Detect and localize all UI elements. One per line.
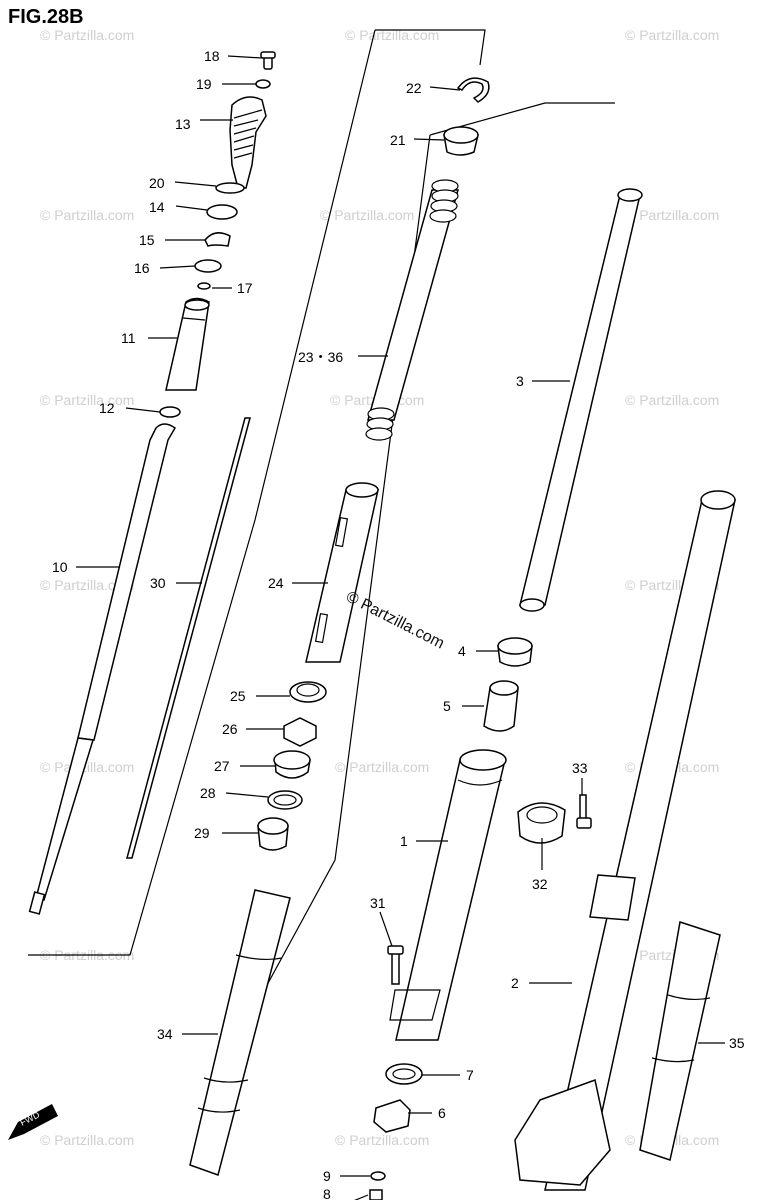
watermark-text: © Partzilla.com	[40, 27, 134, 43]
callout-26: 26	[222, 721, 238, 737]
callout-12: 12	[99, 400, 115, 416]
callout-23-36: 23・36	[298, 349, 343, 365]
part-15-clip[interactable]	[204, 232, 231, 247]
part-32-clamp[interactable]	[517, 802, 566, 844]
group-outline	[375, 29, 486, 66]
part-12-ring[interactable]	[159, 406, 181, 418]
part-33-bolt[interactable]	[576, 794, 592, 829]
watermark-text: © Partzilla.com	[40, 207, 134, 223]
part-19-washer[interactable]	[255, 79, 271, 89]
leader-lines	[76, 55, 725, 1200]
watermark-text: © Partzilla.com	[625, 392, 719, 408]
watermark-text: © Partzilla.com	[40, 577, 134, 593]
part-6-nut[interactable]	[373, 1099, 411, 1133]
callout-18: 18	[204, 48, 220, 64]
watermark-text: © Partzilla.com	[625, 27, 719, 43]
part-18-bolt[interactable]	[260, 51, 276, 70]
callout-31: 31	[370, 895, 386, 911]
callout-21: 21	[390, 132, 406, 148]
callout-32: 32	[532, 876, 548, 892]
callout-11: 11	[121, 330, 136, 346]
part-31-bolt[interactable]	[387, 945, 404, 985]
part-16-ring[interactable]	[194, 259, 222, 273]
watermark-text: © Partzilla.com	[335, 759, 429, 775]
part-7-washer[interactable]	[385, 1063, 423, 1085]
callout-33: 33	[572, 760, 588, 776]
callout-25: 25	[230, 688, 246, 704]
part-29-bushing[interactable]	[257, 817, 289, 851]
part-2-fork-leg[interactable]	[514, 490, 736, 1191]
callout-9: 9	[323, 1168, 331, 1184]
brand-stamp: © Partzilla.com	[343, 588, 447, 652]
part-21-bushing[interactable]	[443, 126, 479, 156]
callout-27: 27	[214, 758, 230, 774]
callout-35: 35	[729, 1035, 745, 1051]
part-28-ring[interactable]	[267, 790, 303, 810]
callout-13: 13	[175, 116, 191, 132]
part-3-inner-tube[interactable]	[519, 188, 643, 612]
callout-22: 22	[406, 80, 422, 96]
watermark-text: © Partzilla.com	[335, 1132, 429, 1148]
part-22-circlip[interactable]	[456, 77, 490, 103]
callout-34: 34	[157, 1026, 173, 1042]
part-20-o-ring[interactable]	[215, 182, 245, 194]
part-30-rod[interactable]	[126, 417, 251, 859]
part-8-bolt[interactable]	[369, 1189, 383, 1200]
part-25-washer[interactable]	[289, 681, 327, 703]
callout-labels: 18 19 13 20 14 15 16 17 11 12 10 30 22 2…	[52, 48, 745, 1200]
part-24-damper-cylinder[interactable]	[305, 482, 379, 663]
callout-4: 4	[458, 643, 466, 659]
figure-title: FIG.28B	[8, 6, 84, 28]
callout-20: 20	[149, 175, 165, 191]
callout-17: 17	[237, 280, 253, 296]
part-13-damping-adjuster[interactable]	[229, 96, 267, 189]
watermark-text: © Partzilla.com	[320, 207, 414, 223]
part-11-cap[interactable]	[165, 297, 210, 391]
part-9-washer[interactable]	[370, 1171, 386, 1181]
part-10-damper-rod[interactable]	[28, 423, 176, 915]
part-26-plate[interactable]	[283, 717, 317, 747]
callout-1: 1	[400, 833, 408, 849]
part-27-seal[interactable]	[273, 750, 311, 779]
watermark-text: © Partzilla.com	[625, 207, 719, 223]
part-23-36-spring-assembly[interactable]	[365, 179, 459, 441]
part-14-ring[interactable]	[206, 204, 238, 220]
watermark-text: © Partzilla.com	[345, 27, 439, 43]
callout-6: 6	[438, 1105, 446, 1121]
callout-5: 5	[443, 698, 451, 714]
callout-2: 2	[511, 975, 519, 991]
part-34-fork-guard[interactable]	[189, 889, 291, 1176]
callout-19: 19	[196, 76, 212, 92]
watermark-text: © Partzilla.com	[40, 759, 134, 775]
part-1-outer-tube[interactable]	[389, 749, 507, 1041]
callout-24: 24	[268, 575, 284, 591]
callout-10: 10	[52, 559, 68, 575]
callout-16: 16	[134, 260, 150, 276]
callout-15: 15	[139, 232, 155, 248]
callout-29: 29	[194, 825, 210, 841]
callout-3: 3	[516, 373, 524, 389]
part-5-bushing[interactable]	[483, 680, 519, 732]
group-outline	[28, 29, 376, 956]
watermark-text: © Partzilla.com	[40, 1132, 134, 1148]
part-4-bushing[interactable]	[497, 637, 533, 667]
part-17-small-ring[interactable]	[197, 282, 211, 290]
callout-30: 30	[150, 575, 166, 591]
watermark-text: © Partzilla.com	[40, 392, 134, 408]
callout-7: 7	[466, 1067, 474, 1083]
group-outline	[429, 102, 615, 136]
callout-8: 8	[323, 1186, 331, 1200]
part-35-fork-guard[interactable]	[639, 921, 721, 1161]
callout-14: 14	[149, 199, 165, 215]
callout-28: 28	[200, 785, 216, 801]
